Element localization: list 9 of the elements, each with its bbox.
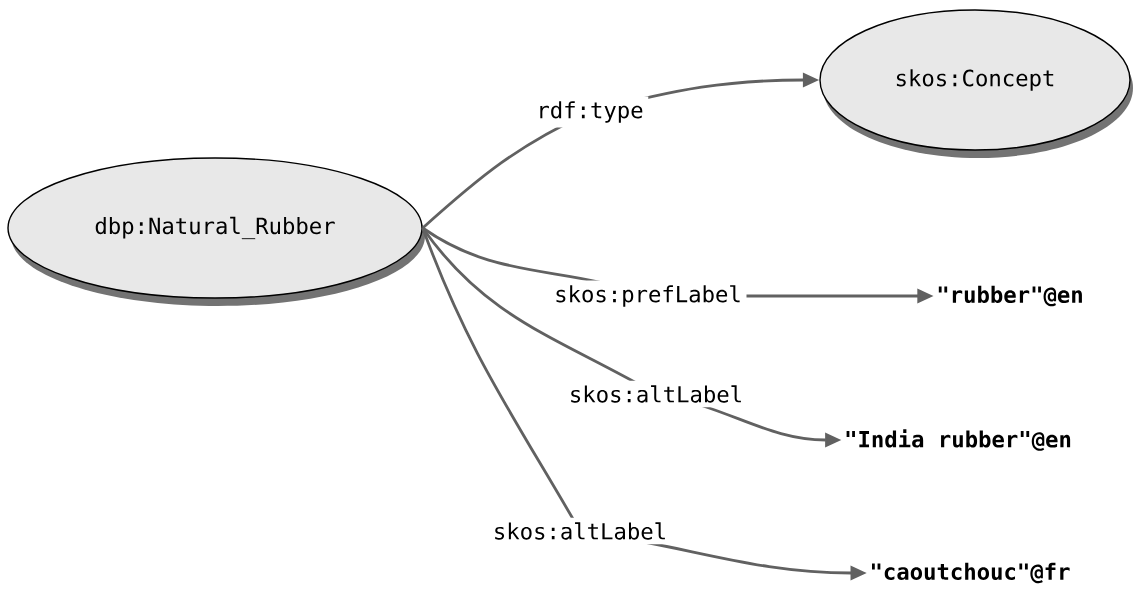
edge-label: skos:altLabel	[488, 517, 672, 545]
literal-text: "rubber"@en	[938, 285, 1082, 307]
literal-text: "caoutchouc"@fr	[872, 562, 1070, 584]
ellipse-node: skos:Concept	[819, 9, 1133, 158]
literal-text: "India rubber"@en	[846, 429, 1071, 451]
ellipse-node: dbp:Natural_Rubber	[7, 157, 425, 306]
edge-label: skos:prefLabel	[549, 280, 747, 312]
edge-label: rdf:type	[531, 96, 649, 128]
edge-label: skos:altLabel	[564, 380, 748, 408]
